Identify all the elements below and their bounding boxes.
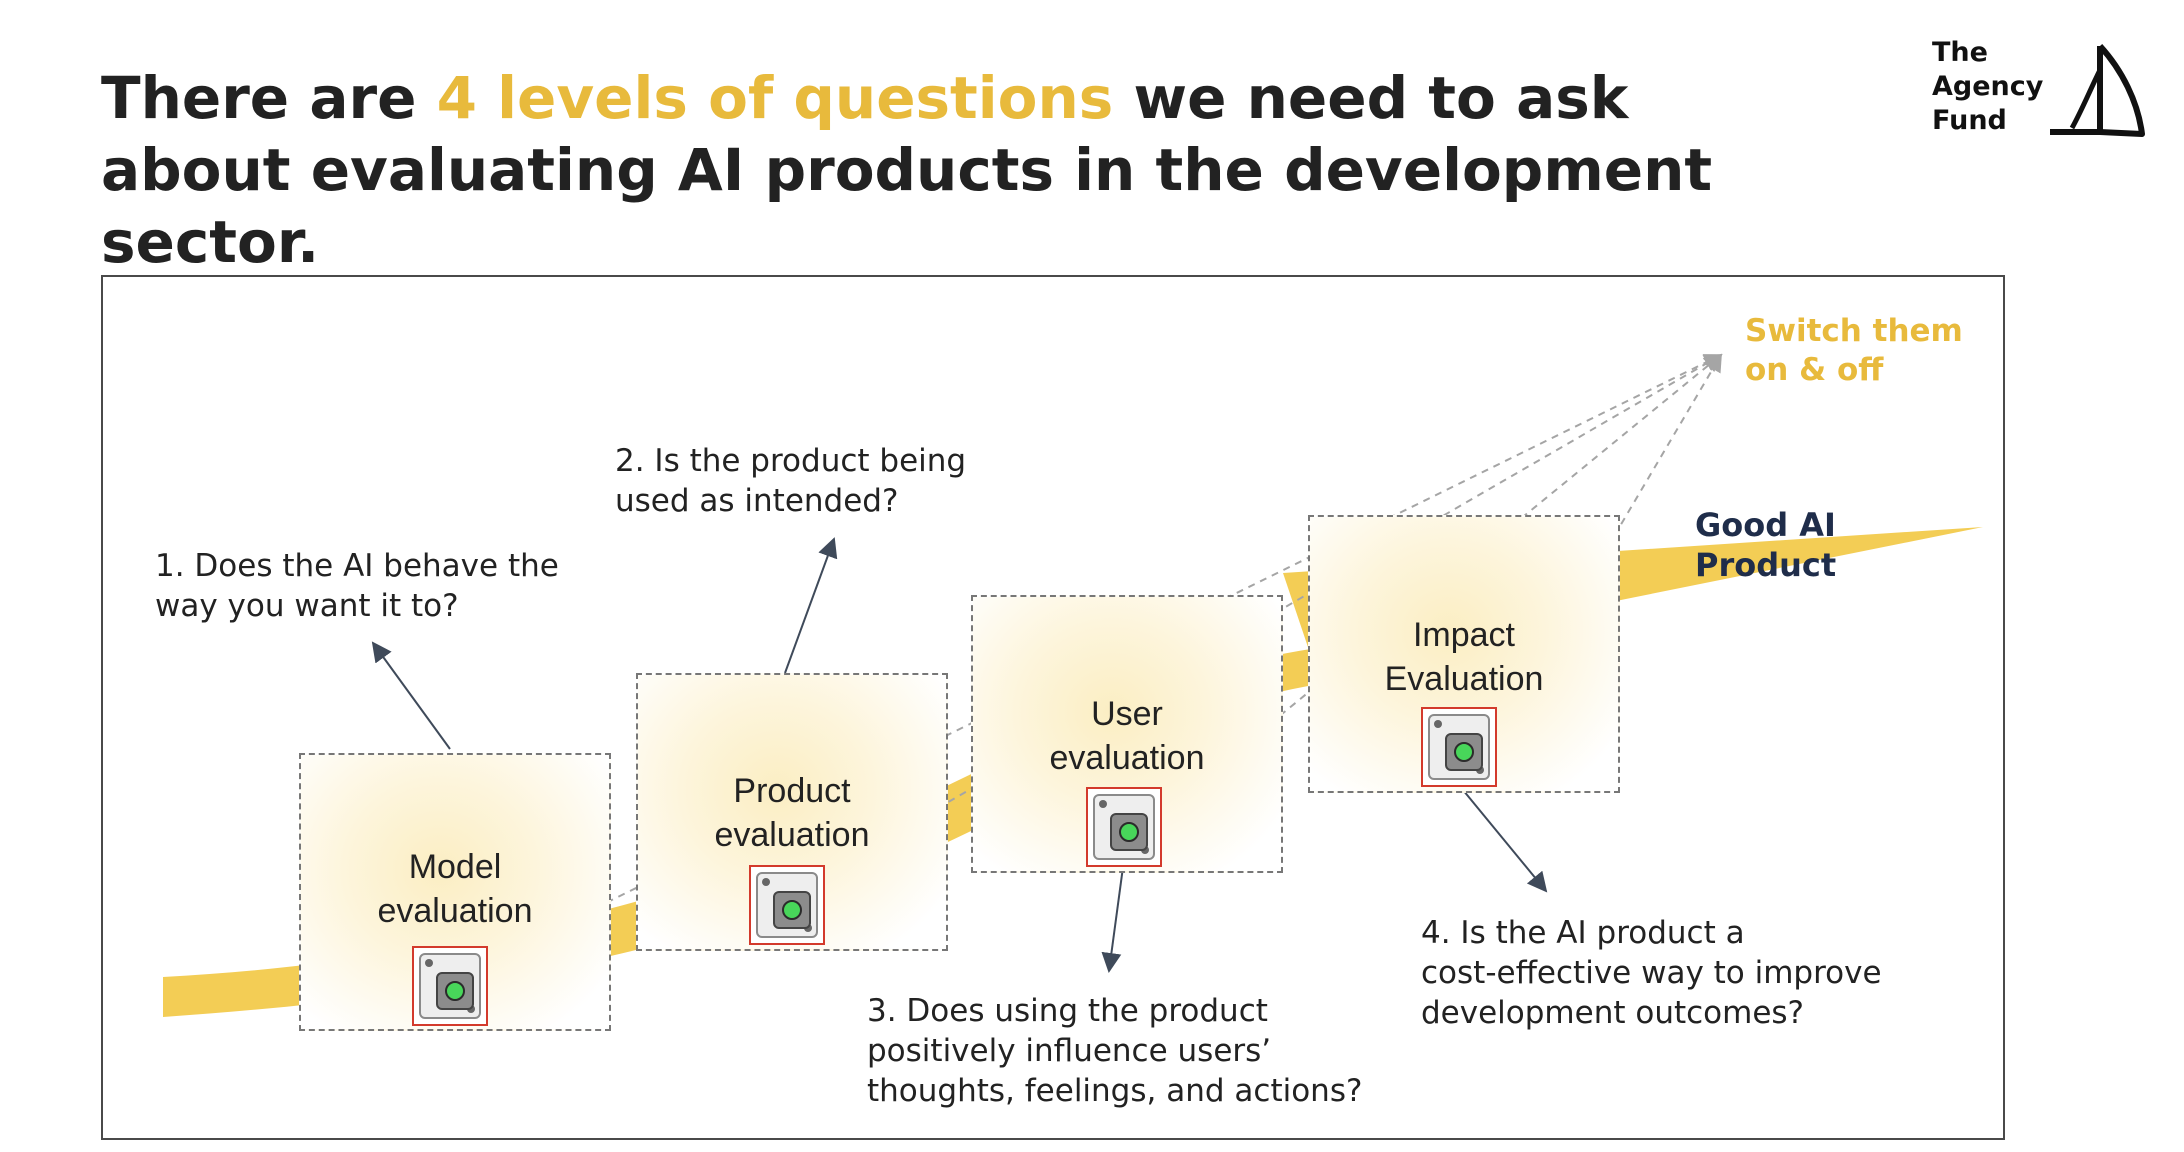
agency-fund-logo: The Agency Fund (1932, 36, 2152, 146)
question-2: 2. Is the product being used as intended… (615, 443, 967, 519)
question-1-arrow (371, 641, 451, 750)
logo-line-2: Agency (1932, 71, 2044, 102)
title-text-end: we need to ask about evaluating AI produ… (101, 64, 1713, 276)
stage-label: Model evaluation (377, 848, 533, 930)
diagram-frame: Model evaluation Product evaluation User… (101, 275, 2005, 1140)
logo-wordmark: The Agency Fund (1932, 36, 2043, 138)
switch-link-line (1488, 353, 1722, 749)
question-4-arrow (1462, 789, 1548, 893)
stage-label: Product evaluation (714, 772, 870, 854)
goal-label: Good AI Product (1695, 506, 1837, 584)
stage-model-evaluation: Model evaluation (299, 753, 611, 1031)
toggle-switch-icon[interactable] (412, 946, 488, 1026)
question-3: 3. Does using the product positively inf… (867, 993, 1363, 1109)
logo-line-3: Fund (1932, 105, 2007, 136)
slide-title: There are 4 levels of questions we need … (101, 62, 1821, 278)
sailboat-icon (2050, 43, 2145, 137)
toggle-switch-icon[interactable] (1086, 787, 1162, 867)
logo-line-1: The (1932, 37, 1988, 68)
question-2-arrow (784, 537, 838, 674)
question-1: 1. Does the AI behave the way you want i… (155, 548, 559, 624)
question-3-arrow (1101, 866, 1124, 973)
toggle-switch-icon[interactable] (1421, 707, 1497, 787)
switch-note: Switch them on & off (1745, 313, 1963, 388)
title-highlight: 4 levels of questions (436, 64, 1114, 132)
stage-label: User evaluation (1049, 695, 1205, 777)
question-4: 4. Is the AI product a cost-effective wa… (1421, 915, 1882, 1031)
toggle-switch-icon[interactable] (749, 865, 825, 945)
stage-label: Impact Evaluation (1384, 616, 1544, 698)
title-text-start: There are (101, 64, 437, 132)
